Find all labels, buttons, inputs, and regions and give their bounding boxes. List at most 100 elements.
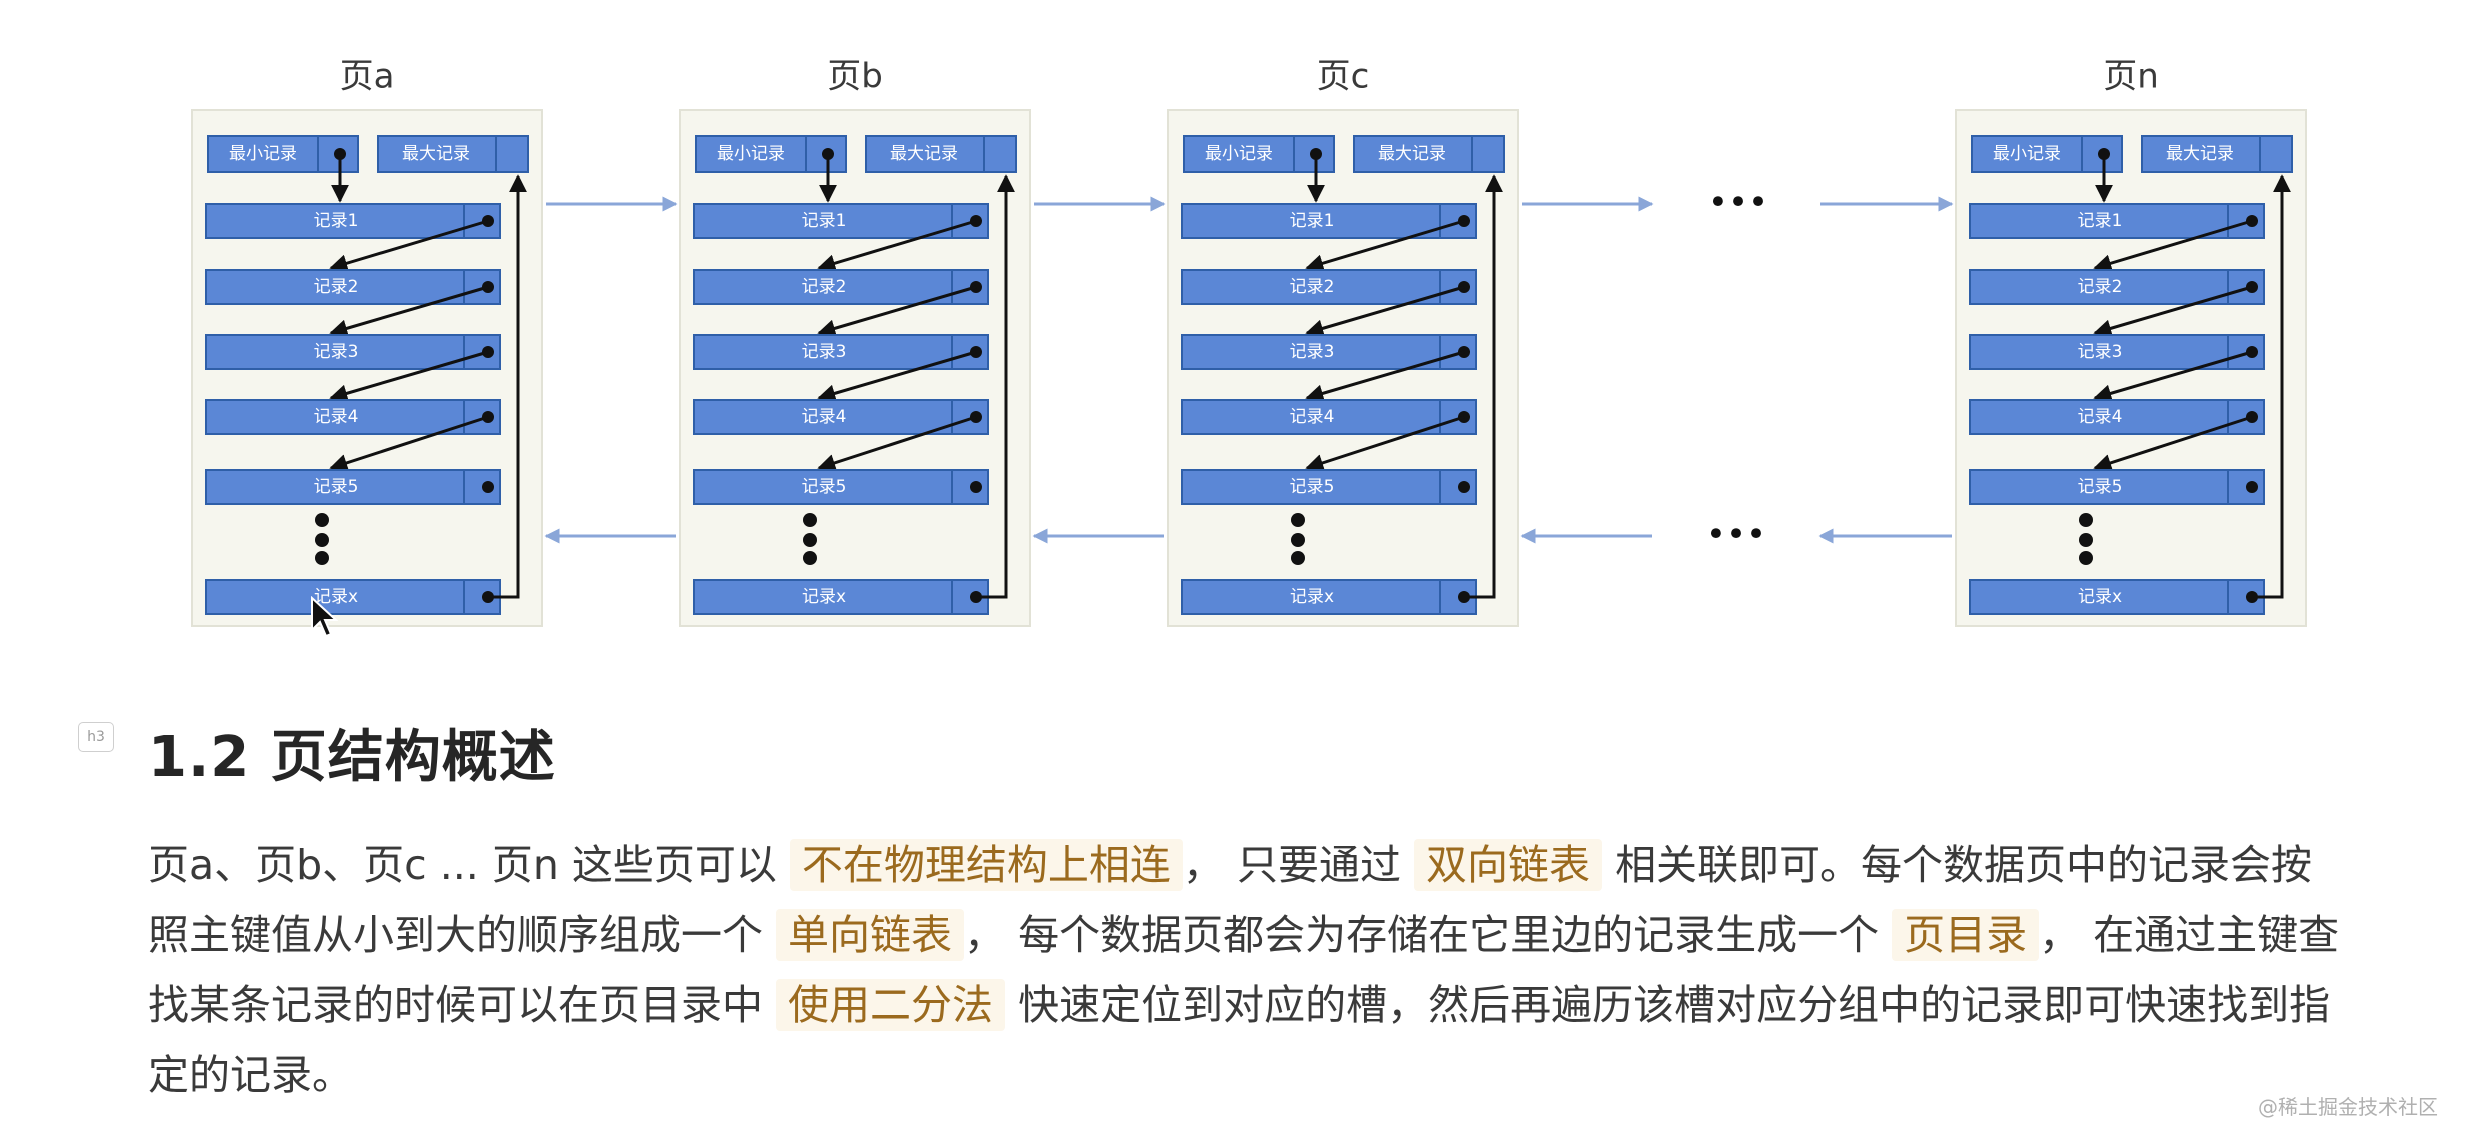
pointer-dot <box>482 481 494 493</box>
next-record-pointer <box>1305 219 1465 272</box>
next-record-pointer <box>2093 350 2253 403</box>
record-2 <box>205 269 501 305</box>
last-to-max-pointer <box>2252 174 2291 599</box>
record-label: 记录3 <box>2078 342 2123 362</box>
para-text-6: 快速定位到对应的槽，然后再遍历该槽对应分组中的记录即可快速找到指定的记录。 <box>148 981 2331 1099</box>
pointer-dot <box>970 481 982 493</box>
last-to-max-pointer <box>1464 174 1503 599</box>
min-record-label: 最小记录 <box>1993 144 2061 164</box>
record-label: 记录3 <box>802 342 847 362</box>
record-label: 记录4 <box>802 407 847 427</box>
record-5 <box>1969 469 2265 505</box>
next-record-pointer <box>1305 415 1465 472</box>
page-label: 页a <box>340 57 395 97</box>
record-label: 记录5 <box>314 477 359 497</box>
record-label: 记录1 <box>2078 211 2123 231</box>
para-text-2: ， 只要通过 <box>1182 841 1401 889</box>
record-label: 记录x <box>802 587 846 607</box>
next-record-pointer <box>2093 415 2253 472</box>
record-label: 记录5 <box>802 477 847 497</box>
mouse-cursor-icon <box>311 596 338 638</box>
record-x <box>205 579 501 615</box>
min-record-label: 最小记录 <box>1205 144 1273 164</box>
min-record-label: 最小记录 <box>717 144 785 164</box>
max-record-cell <box>377 135 529 173</box>
page-label: 页b <box>827 57 883 97</box>
pages-ellipsis: ••• <box>1706 515 1766 555</box>
max-record-label: 最大记录 <box>2166 144 2234 164</box>
record-label: 记录5 <box>2078 477 2123 497</box>
next-record-pointer <box>329 285 489 338</box>
section-heading: 1.2 页结构概述 <box>148 725 556 790</box>
next-record-pointer <box>2093 285 2253 338</box>
max-record-label: 最大记录 <box>1378 144 1446 164</box>
record-label: 记录3 <box>314 342 359 362</box>
record-x <box>1969 579 2265 615</box>
pointer-dot <box>2246 481 2258 493</box>
next-record-pointer <box>817 415 977 472</box>
max-record-label: 最大记录 <box>402 144 470 164</box>
para-text-1: 页a、页b、页c ... 页n 这些页可以 <box>148 841 777 889</box>
ellipsis-dot <box>315 533 329 547</box>
pointer-dot <box>1458 481 1470 493</box>
record-label: 记录2 <box>802 277 847 297</box>
last-to-max-pointer <box>488 174 527 599</box>
record-label: 记录x <box>2078 587 2122 607</box>
next-record-pointer <box>1305 285 1465 338</box>
para-text-5: ， 在通过主键查找某条记录的时候可以在页目录中 <box>148 911 2340 1029</box>
record-label: 记录2 <box>1290 277 1335 297</box>
record-label: 记录2 <box>314 277 359 297</box>
max-record-cell <box>1353 135 1505 173</box>
ellipsis-dot <box>803 513 817 527</box>
doubly-linked-page-links: ••• ••• <box>544 183 1954 555</box>
highlight-binary-search: 使用二分法 <box>776 979 1006 1031</box>
record-label: 记录1 <box>802 211 847 231</box>
record-label: 记录4 <box>2078 407 2123 427</box>
min-record-label: 最小记录 <box>229 144 297 164</box>
next-record-pointer <box>329 219 489 272</box>
record-label: 记录4 <box>314 407 359 427</box>
ellipsis-dot <box>2079 533 2093 547</box>
max-record-label: 最大记录 <box>890 144 958 164</box>
ellipsis-dot <box>1291 551 1305 565</box>
record-label: 记录3 <box>1290 342 1335 362</box>
page-label: 页n <box>2103 57 2159 97</box>
description-paragraph: 页a、页b、页c ... 页n 这些页可以 不在物理结构上相连， 只要通过 双向… <box>148 830 2348 1110</box>
record-label: 记录1 <box>1290 211 1335 231</box>
record-5 <box>693 469 989 505</box>
pages-ellipsis: ••• <box>1708 183 1768 223</box>
ellipsis-dot <box>1291 513 1305 527</box>
ellipsis-dot <box>2079 551 2093 565</box>
min-record-cell <box>1971 135 2123 173</box>
next-record-pointer <box>329 350 489 403</box>
next-record-pointer <box>817 219 977 272</box>
watermark: @稀土掘金技术社区 <box>2258 1095 2438 1119</box>
next-record-pointer <box>2093 219 2253 272</box>
record-1 <box>1181 203 1477 239</box>
min-record-cell <box>695 135 847 173</box>
page-label: 页c <box>1317 57 1370 97</box>
record-label: 记录x <box>314 587 358 607</box>
highlight-doubly-linked-list: 双向链表 <box>1414 839 1603 891</box>
min-record-cell <box>207 135 359 173</box>
max-record-cell <box>865 135 1017 173</box>
min-record-cell <box>1183 135 1335 173</box>
next-record-pointer <box>817 285 977 338</box>
max-record-cell <box>2141 135 2293 173</box>
highlight-singly-linked-list: 单向链表 <box>776 909 965 961</box>
record-label: 记录1 <box>314 211 359 231</box>
record-label: 记录5 <box>1290 477 1335 497</box>
record-5 <box>1181 469 1477 505</box>
ellipsis-dot <box>2079 513 2093 527</box>
record-label: 记录2 <box>2078 277 2123 297</box>
next-record-pointer <box>329 415 489 472</box>
record-label: 记录x <box>1290 587 1334 607</box>
record-label: 记录4 <box>1290 407 1335 427</box>
highlight-not-physically-adjacent: 不在物理结构上相连 <box>789 839 1183 891</box>
para-text-3: 相关联即可。每个数据页中的记录会按照主键值从小到大的顺序组成一个 <box>148 841 2313 959</box>
